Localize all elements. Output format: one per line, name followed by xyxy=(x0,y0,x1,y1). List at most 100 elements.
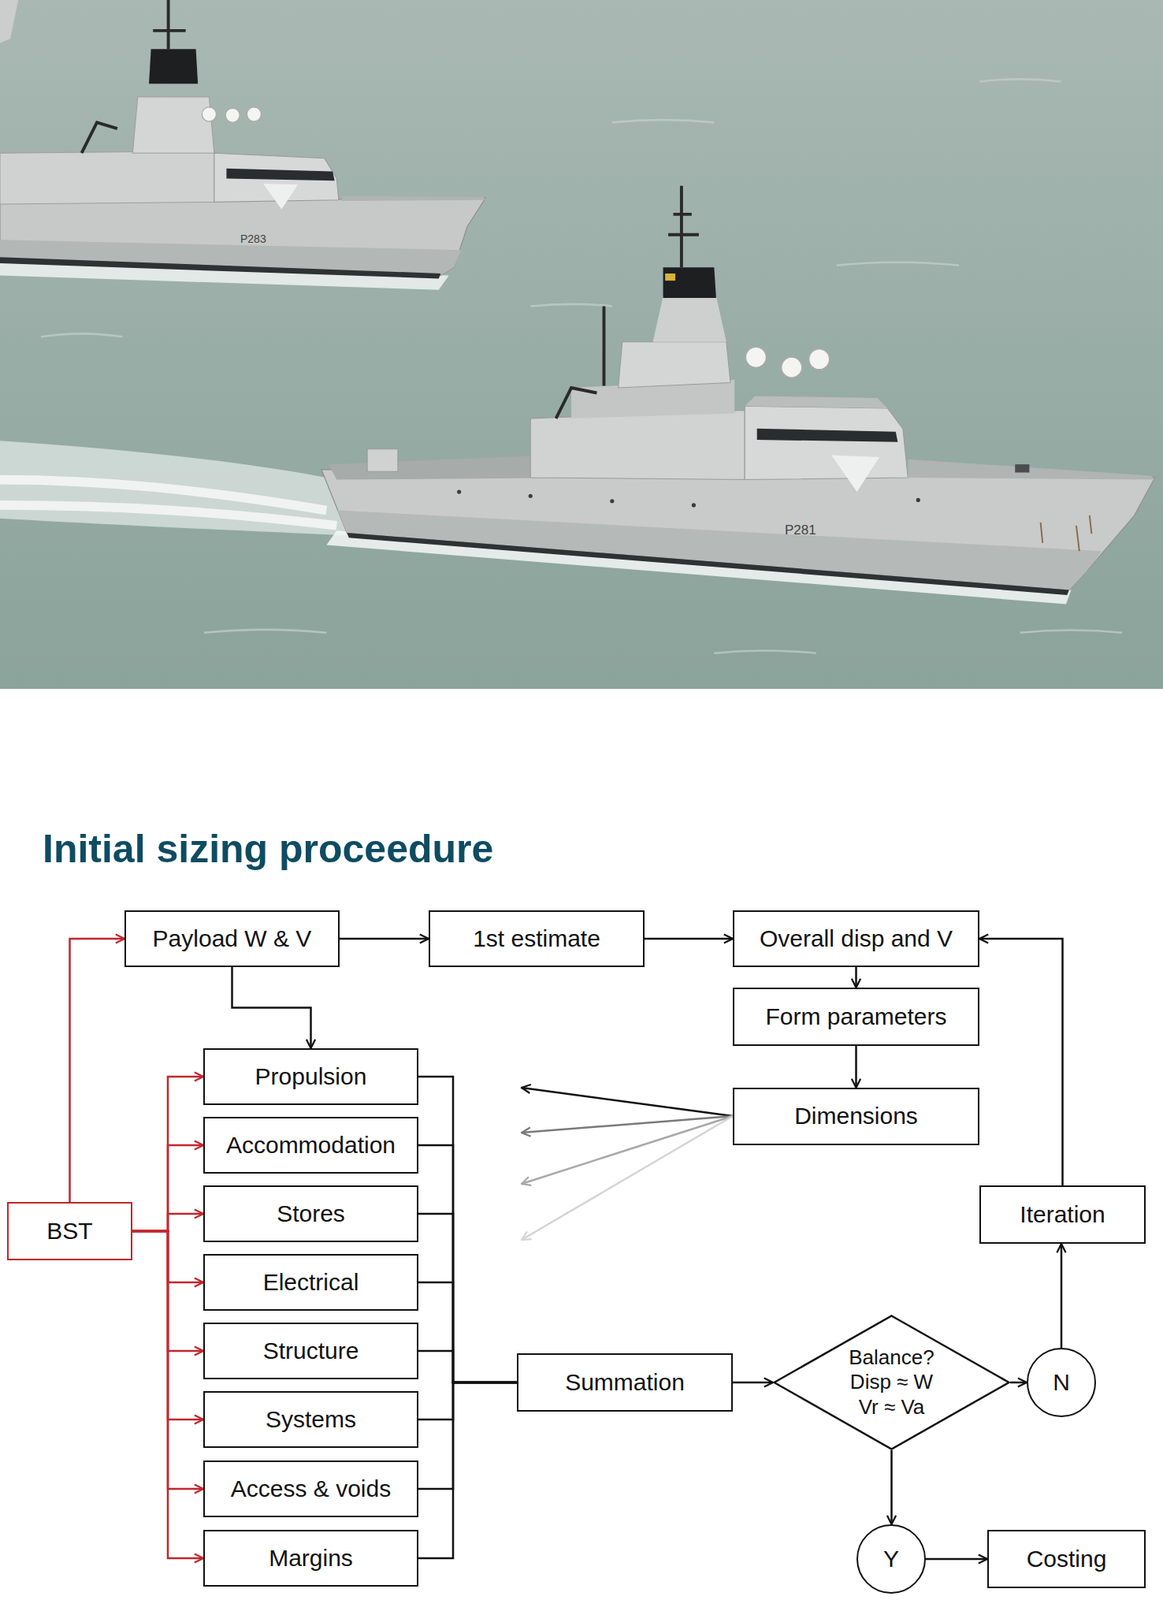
node-text: Dimensions xyxy=(794,1102,918,1130)
mast-pole xyxy=(81,0,186,153)
bridge xyxy=(744,405,908,480)
connector-arrow xyxy=(925,1557,988,1561)
portholes xyxy=(457,490,921,508)
connector-arrow xyxy=(418,1076,517,1383)
connector-arrow xyxy=(132,1230,204,1282)
node-text: BST xyxy=(46,1217,93,1245)
connector-arrow xyxy=(854,966,858,988)
connector-arrow xyxy=(418,1144,517,1383)
component-box: Stores xyxy=(203,1185,419,1242)
node-text: Overall disp and V xyxy=(759,925,953,953)
mast-base xyxy=(653,295,727,342)
dimension-arrow xyxy=(521,1115,733,1240)
hull-shade xyxy=(338,509,1103,590)
dimension-arrow xyxy=(521,1115,733,1184)
ship-wake xyxy=(0,440,353,536)
process-box: Form parameters xyxy=(732,987,980,1046)
superstructure xyxy=(0,151,215,205)
terminal-circle: N xyxy=(1026,1347,1097,1417)
node-text: Y xyxy=(883,1545,900,1573)
ship-hull xyxy=(321,469,1156,591)
node-text: Balance? Disp ≈ W Vr ≈ Va xyxy=(842,1345,941,1420)
radome xyxy=(246,107,261,122)
forecastle xyxy=(341,196,487,201)
deck-block xyxy=(367,449,398,472)
component-box: Accommodation xyxy=(203,1116,419,1174)
node-text: Systems xyxy=(265,1405,357,1434)
process-box: Dimensions xyxy=(732,1087,980,1145)
node-text: Summation xyxy=(564,1368,685,1397)
diamond-shape xyxy=(774,1315,1010,1450)
bridge-windows xyxy=(757,428,899,443)
connector-arrow xyxy=(979,938,1063,1186)
node-text: Margins xyxy=(268,1544,353,1572)
connector-arrow xyxy=(132,1076,204,1231)
component-box: Propulsion xyxy=(203,1047,419,1105)
node-text: Electrical xyxy=(263,1268,360,1297)
node-text: Form parameters xyxy=(765,1003,947,1031)
source-box: BST xyxy=(7,1201,133,1260)
connector-arrow xyxy=(132,1230,204,1351)
connector-arrow xyxy=(132,1230,204,1558)
connector-arrow xyxy=(339,937,429,941)
connector-arrow xyxy=(732,1381,773,1384)
sea xyxy=(0,0,1163,689)
node-text: Structure xyxy=(263,1337,360,1365)
connector-arrow xyxy=(418,1281,517,1383)
process-box: Iteration xyxy=(979,1185,1146,1244)
connector-arrow xyxy=(418,1213,517,1383)
hull-marking xyxy=(263,183,298,209)
component-box: Structure xyxy=(203,1322,419,1379)
connector-arrow xyxy=(1010,1381,1027,1384)
node-text: Access & voids xyxy=(230,1475,391,1503)
connector-arrow xyxy=(132,1144,204,1231)
radome xyxy=(781,356,803,378)
connector-arrow xyxy=(132,1213,204,1231)
ship-edge xyxy=(0,0,19,43)
mast-top xyxy=(663,267,717,298)
component-box: Margins xyxy=(203,1529,419,1587)
mast-top xyxy=(148,48,198,84)
mast-pole xyxy=(556,185,699,419)
superstructure xyxy=(530,410,745,480)
connector-arrow xyxy=(232,966,312,1048)
deck-fitting xyxy=(1014,464,1030,472)
boot-topping xyxy=(346,532,1070,595)
hull-number: P283 xyxy=(240,233,267,245)
rust-streaks xyxy=(1040,515,1093,551)
connector-arrow xyxy=(854,1045,858,1088)
connector-arrow xyxy=(1060,1243,1063,1348)
connector-arrow xyxy=(418,1382,517,1420)
node-text: Stores xyxy=(276,1200,346,1228)
ship-photo xyxy=(0,0,1163,689)
node-text: 1st estimate xyxy=(472,925,601,953)
process-box: Overall disp and V xyxy=(732,910,980,967)
diagram-title: Initial sizing proceedure xyxy=(42,827,494,871)
connector-arrow xyxy=(132,1230,204,1420)
component-box: Access & voids xyxy=(203,1460,419,1517)
connector-arrow xyxy=(418,1382,517,1489)
terminal-circle: Y xyxy=(856,1523,926,1594)
process-box: Payload W & V xyxy=(124,910,340,967)
dimension-arrow xyxy=(521,1087,733,1116)
node-text: Payload W & V xyxy=(152,925,313,953)
node-text: Costing xyxy=(1026,1545,1108,1573)
connectors xyxy=(70,938,1063,1559)
mast-tower xyxy=(618,341,731,388)
mast-tower xyxy=(132,96,215,153)
component-box: Electrical xyxy=(203,1253,419,1311)
radome xyxy=(809,349,830,370)
bridge-roof xyxy=(744,395,888,409)
radome xyxy=(745,346,766,368)
connector-arrow xyxy=(132,1230,204,1489)
hull-number: P281 xyxy=(784,523,817,537)
radome xyxy=(225,107,240,123)
boot-topping xyxy=(0,256,441,279)
connector-arrow xyxy=(418,1382,517,1558)
process-box: Costing xyxy=(987,1529,1146,1588)
hull-marking xyxy=(831,454,880,492)
radome xyxy=(201,107,216,122)
node-text: Accommodation xyxy=(226,1131,396,1160)
forecastle xyxy=(907,459,1155,480)
